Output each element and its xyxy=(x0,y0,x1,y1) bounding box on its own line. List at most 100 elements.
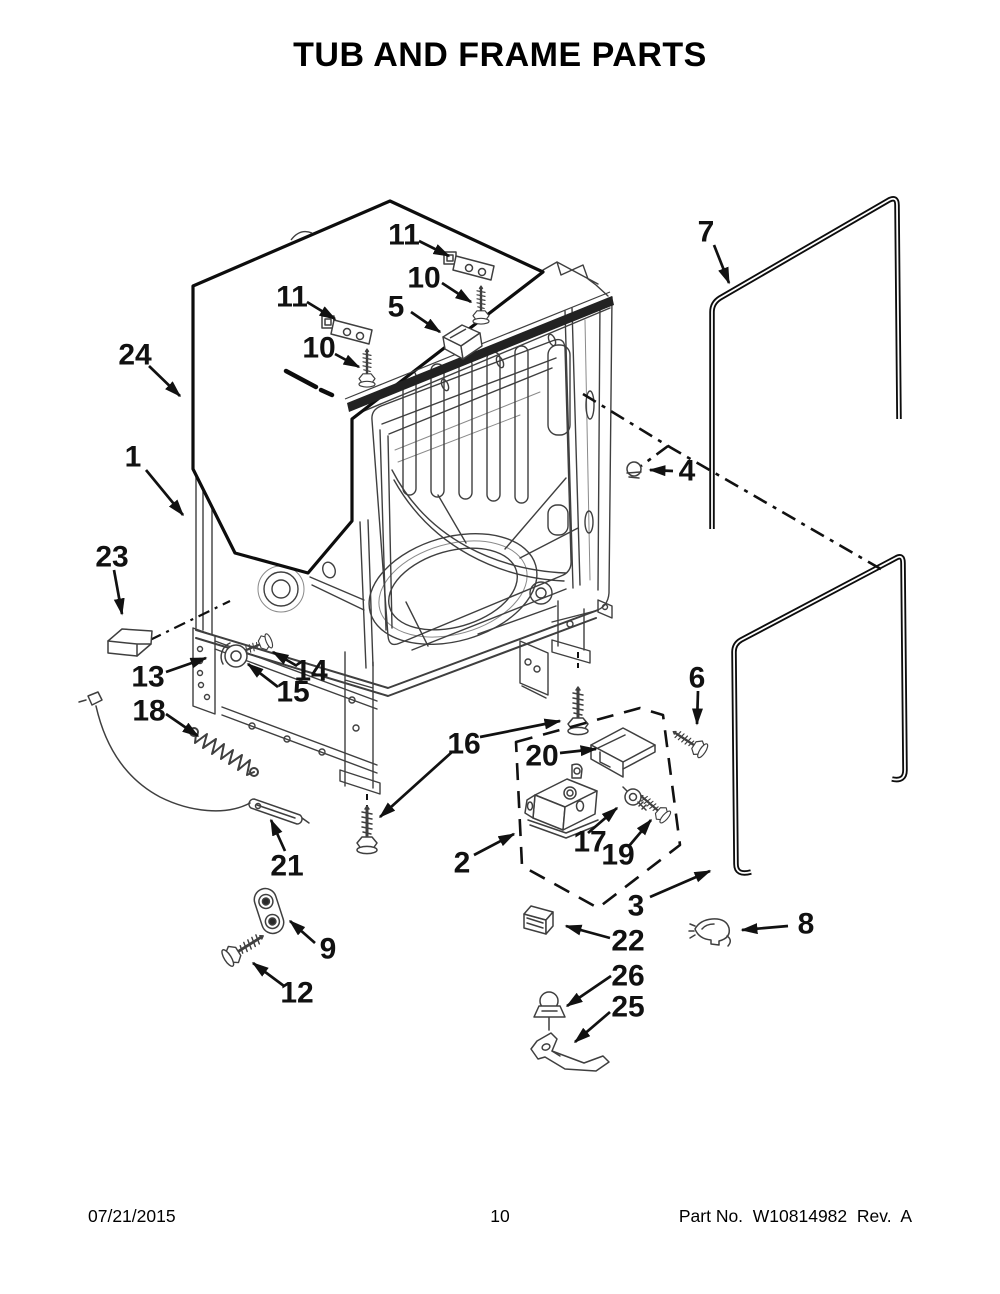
callout-number-10: 10 xyxy=(407,262,440,295)
callout-20: 20 xyxy=(525,740,598,773)
callout-arrow-16 xyxy=(378,750,453,819)
callout-7: 7 xyxy=(698,216,731,285)
callout-26: 26 xyxy=(565,960,645,1008)
junction-box-2 xyxy=(524,763,599,839)
callout-number-7: 7 xyxy=(698,216,715,249)
callout-arrow-12 xyxy=(251,961,285,988)
leveling-screw-16-left xyxy=(355,804,379,856)
callout-16: 16 xyxy=(378,718,562,819)
callout-number-3: 3 xyxy=(628,890,645,923)
callout-arrow-17 xyxy=(587,806,619,835)
loose-parts xyxy=(78,251,731,1072)
footer-part-number: Part No. W10814982 Rev. A xyxy=(678,1206,912,1226)
callout-arrow-8 xyxy=(740,923,789,935)
kit-outline-2 xyxy=(514,706,682,910)
callout-14: 14 xyxy=(271,650,328,688)
tub-rim-band xyxy=(351,307,611,417)
washer-screw-17 xyxy=(622,786,647,811)
tub-gasket-7 xyxy=(709,196,902,529)
callout-number-13: 13 xyxy=(131,661,164,694)
callout-arrow-1 xyxy=(144,469,185,517)
callout-number-24: 24 xyxy=(118,339,152,372)
callout-arrow-2 xyxy=(473,832,516,857)
callout-6: 6 xyxy=(689,662,705,726)
callout-11: 11 xyxy=(388,219,451,258)
footer-page-number: 10 xyxy=(490,1206,510,1226)
callout-number-9: 9 xyxy=(320,933,337,966)
tub-interior xyxy=(368,344,579,651)
callout-arrow-25 xyxy=(573,1010,611,1044)
callout-arrow-24 xyxy=(148,365,182,398)
float-bracket-25 xyxy=(530,1032,610,1072)
callout-number-26: 26 xyxy=(611,960,644,993)
callout-number-17: 17 xyxy=(573,826,606,859)
callout-arrow-16 xyxy=(479,718,562,739)
spring-cable-18 xyxy=(78,691,251,812)
callout-arrow-23 xyxy=(112,569,125,616)
page-title: TUB AND FRAME PARTS xyxy=(293,36,707,74)
hose-clamp-8 xyxy=(688,918,731,947)
callout-number-20: 20 xyxy=(525,740,558,773)
callout-number-25: 25 xyxy=(611,991,644,1024)
callout-arrow-15 xyxy=(246,662,279,689)
callout-number-14: 14 xyxy=(294,655,328,688)
callout-3: 3 xyxy=(628,869,712,923)
callout-1: 1 xyxy=(125,441,185,517)
callout-arrow-6 xyxy=(691,690,703,726)
callout-15: 15 xyxy=(246,662,310,709)
callout-21: 21 xyxy=(269,818,304,883)
callout-number-19: 19 xyxy=(601,839,634,872)
callout-9: 9 xyxy=(288,919,337,966)
callout-arrow-11 xyxy=(306,300,337,321)
callout-number-11: 11 xyxy=(276,281,308,314)
callout-5: 5 xyxy=(388,291,442,334)
callout-arrow-14 xyxy=(271,650,298,668)
callout-4: 4 xyxy=(648,455,696,488)
callout-number-2: 2 xyxy=(454,847,471,880)
callout-number-8: 8 xyxy=(798,908,815,941)
callout-number-22: 22 xyxy=(611,925,644,958)
callout-number-21: 21 xyxy=(270,850,303,883)
wire-clip-22 xyxy=(523,905,554,935)
callout-10: 10 xyxy=(407,262,473,304)
grommet-15 xyxy=(220,642,248,668)
tub-front-opening xyxy=(371,338,572,646)
callout-arrow-10 xyxy=(441,281,473,304)
callout-22: 22 xyxy=(564,924,645,958)
isolator-grommet-9 xyxy=(253,887,285,935)
callout-19: 19 xyxy=(601,818,653,872)
callout-arrow-5 xyxy=(410,310,442,334)
tub-gasket-3 xyxy=(731,554,908,876)
callout-arrow-7 xyxy=(712,244,731,285)
top-latch-notch xyxy=(542,261,609,297)
screw-6 xyxy=(667,723,711,761)
callout-arrow-20 xyxy=(559,745,598,757)
callout-24: 24 xyxy=(118,339,182,398)
frame-bolt-12 xyxy=(218,926,270,970)
callout-arrow-21 xyxy=(269,818,287,852)
tub-and-frame-structure xyxy=(192,261,613,795)
hole-plug-4 xyxy=(626,461,642,479)
callout-number-4: 4 xyxy=(679,455,696,488)
float-26 xyxy=(533,991,566,1031)
callout-23: 23 xyxy=(95,541,129,616)
callout-10: 10 xyxy=(302,332,361,369)
callout-8: 8 xyxy=(740,908,815,941)
callout-11: 11 xyxy=(276,281,337,321)
callout-number-12: 12 xyxy=(280,977,313,1010)
callout-arrow-18 xyxy=(165,712,200,738)
base-frame xyxy=(192,599,613,795)
callout-number-16: 16 xyxy=(447,728,480,761)
footer-date: 07/21/2015 xyxy=(88,1206,176,1226)
callout-arrow-13 xyxy=(165,656,208,674)
callout-number-23: 23 xyxy=(95,541,128,574)
cable-link-21 xyxy=(248,798,310,825)
callout-18: 18 xyxy=(132,695,200,738)
access-cap-23 xyxy=(107,628,153,657)
door-latch-handle-5 xyxy=(442,324,483,360)
tub-bottom-edges xyxy=(195,609,599,697)
callout-arrow-9 xyxy=(288,919,316,945)
callout-arrow-22 xyxy=(564,924,611,940)
